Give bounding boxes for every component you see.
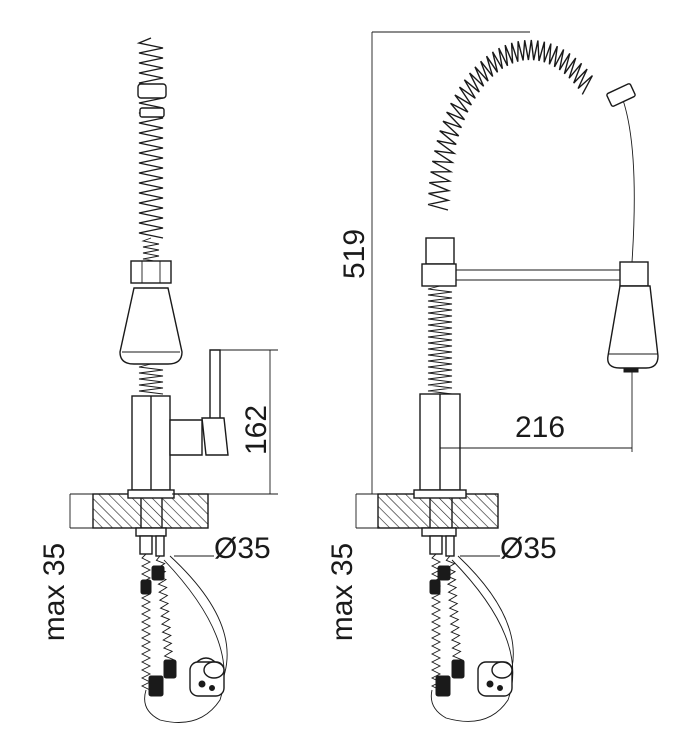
dimension-label-216: 216	[515, 411, 565, 444]
dimension-reach: 216	[440, 372, 633, 452]
dimension-label-max35-left: max 35	[38, 543, 71, 641]
right-countertop	[377, 493, 499, 529]
dimension-max-thickness-left: max 35	[38, 494, 71, 641]
left-hose-weight	[189, 657, 225, 697]
dimension-hole-diameter-right: Ø35	[460, 532, 557, 565]
right-hoses	[429, 535, 514, 722]
left-spring-coil	[136, 37, 167, 239]
dimension-label-max35-right: max 35	[326, 543, 359, 641]
dimension-total-height: 519	[338, 31, 530, 495]
dimension-label-162: 162	[240, 405, 273, 455]
left-lever	[209, 349, 221, 421]
right-spray-head	[607, 285, 659, 369]
right-nut	[421, 263, 457, 287]
dimension-label-519: 519	[338, 229, 371, 279]
dimension-label-o35-right: Ø35	[500, 532, 557, 565]
left-hoses	[139, 535, 228, 723]
left-spray-head	[119, 287, 183, 365]
dimension-hole-diameter-left: Ø35	[174, 532, 271, 565]
right-side-view	[356, 39, 659, 722]
left-nut	[130, 260, 172, 284]
dimension-max-thickness-right: max 35	[326, 494, 359, 641]
right-hose-weight	[477, 661, 513, 697]
dimension-label-o35-left: Ø35	[214, 532, 271, 565]
left-countertop	[92, 493, 209, 529]
dimension-lever-height: 162	[172, 349, 278, 495]
left-side-view	[70, 37, 229, 723]
